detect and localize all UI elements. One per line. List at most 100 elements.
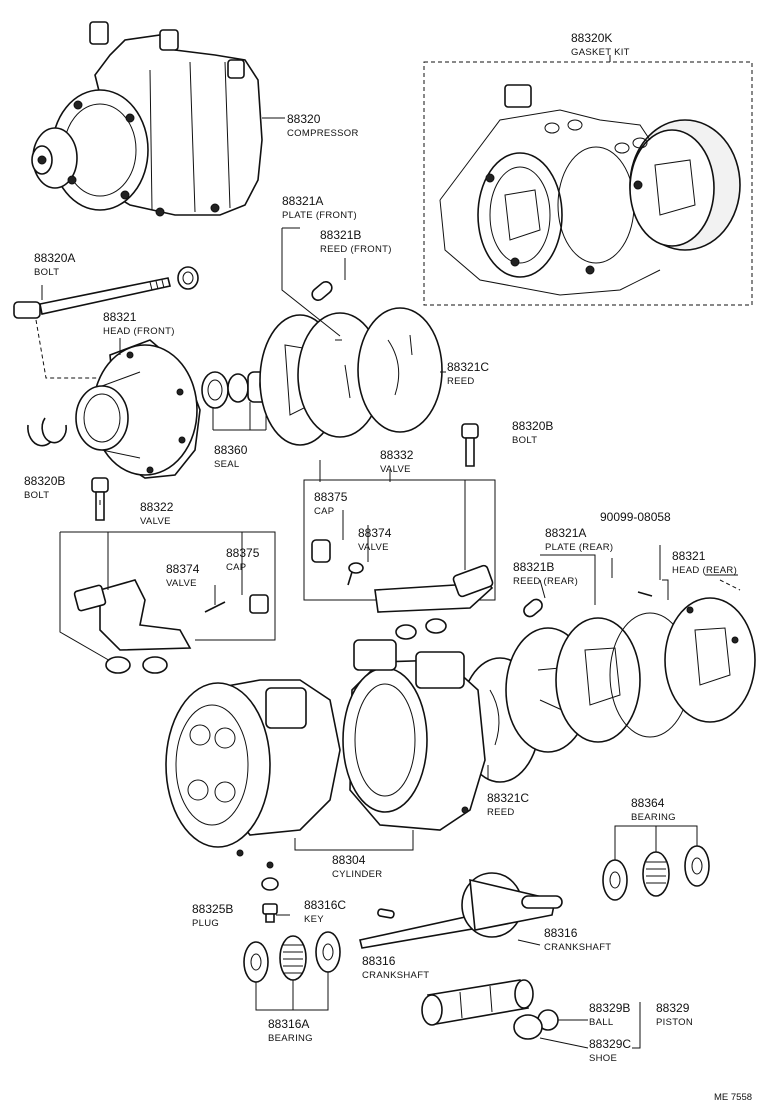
callout-88332: 88332 VALVE — [380, 448, 414, 475]
part-name: SHOE — [589, 1053, 617, 1064]
callout-88320K: 88320K GASKET KIT — [571, 31, 630, 58]
gasket-kit-frame — [423, 55, 753, 306]
callout-88321B-rear: 88321B REED (REAR) — [513, 560, 578, 587]
part-number: 88321A — [545, 526, 586, 540]
callout-88375-upper: 88375 CAP — [314, 490, 348, 517]
part-name: BEARING — [268, 1033, 313, 1044]
part-name: HEAD (FRONT) — [103, 326, 175, 337]
part-name: COMPRESSOR — [287, 128, 359, 139]
short-bolts-drawing — [91, 423, 479, 521]
callout-88320A: 88320A BOLT — [34, 251, 75, 278]
part-number: 88316A — [268, 1017, 309, 1031]
part-number: 88364 — [631, 796, 665, 810]
callout-88320B-right: 88320B BOLT — [512, 419, 553, 446]
diagram-reference-code: ME 7558 — [714, 1092, 752, 1103]
part-name: HEAD (REAR) — [672, 565, 737, 576]
part-number: 88329 — [656, 1001, 690, 1015]
part-name: BOLT — [34, 267, 59, 278]
callout-88316-right: 88316 CRANKSHAFT — [544, 926, 611, 953]
part-name: BEARING — [631, 812, 676, 823]
part-name: KEY — [304, 914, 324, 925]
part-number: 88316C — [304, 898, 346, 912]
part-number: 88320K — [571, 31, 612, 45]
part-number: 88321B — [513, 560, 554, 574]
callout-88316-left: 88316 CRANKSHAFT — [362, 954, 429, 981]
part-number: 88316 — [544, 926, 578, 940]
long-bolt-drawing — [13, 266, 199, 379]
part-number: 88375 — [314, 490, 348, 504]
part-number: 88320B — [512, 419, 553, 433]
callout-88374-upper: 88374 VALVE — [358, 526, 392, 553]
part-name: CAP — [226, 562, 246, 573]
part-name: REED — [447, 376, 475, 387]
part-number: 88316 — [362, 954, 396, 968]
part-number: 88325B — [192, 902, 233, 916]
part-name: CRANKSHAFT — [544, 942, 611, 953]
callout-88320B-left: 88320B BOLT — [24, 474, 65, 501]
callout-88304: 88304 CYLINDER — [332, 853, 382, 880]
upper-valve-drawing — [303, 479, 496, 640]
callout-88322: 88322 VALVE — [140, 500, 174, 527]
part-number: 88321 — [103, 310, 137, 324]
part-number: 88321A — [282, 194, 323, 208]
part-number: 88321 — [672, 549, 706, 563]
cylinder-drawing — [165, 639, 486, 869]
callout-88364: 88364 BEARING — [631, 796, 676, 823]
part-number: 88329C — [589, 1037, 631, 1051]
callout-88316C: 88316C KEY — [304, 898, 346, 925]
part-number: 88322 — [140, 500, 174, 514]
part-name: VALVE — [140, 516, 171, 527]
part-number: 88374 — [358, 526, 392, 540]
part-name: REED (FRONT) — [320, 244, 392, 255]
part-number: 88321B — [320, 228, 361, 242]
part-number: 88304 — [332, 853, 366, 867]
part-number: 88321C — [447, 360, 489, 374]
part-name: BOLT — [24, 490, 49, 501]
part-name: PISTON — [656, 1017, 693, 1028]
left-valve-drawing — [59, 531, 276, 674]
part-name: PLUG — [192, 918, 219, 929]
callout-88321B-front: 88321B REED (FRONT) — [320, 228, 392, 255]
part-name: GASKET KIT — [571, 47, 630, 58]
rear-plates-drawing — [459, 554, 756, 783]
part-number: 88329B — [589, 1001, 630, 1015]
callout-88329B: 88329B BALL — [589, 1001, 630, 1028]
callout-88316A: 88316A BEARING — [268, 1017, 313, 1044]
part-name: BALL — [589, 1017, 613, 1028]
part-number: 88321C — [487, 791, 529, 805]
part-name: VALVE — [380, 464, 411, 475]
part-number: 88320B — [24, 474, 65, 488]
callout-88320: 88320 COMPRESSOR — [287, 112, 359, 139]
callout-88360: 88360 SEAL — [214, 443, 248, 470]
part-name: CAP — [314, 506, 334, 517]
part-number: 88375 — [226, 546, 260, 560]
callout-88329: 88329 PISTON — [656, 1001, 693, 1028]
callout-90099-08058: 90099-08058 — [600, 510, 671, 524]
part-number: 88374 — [166, 562, 200, 576]
callout-88329C: 88329C SHOE — [589, 1037, 631, 1064]
callout-88321A-rear: 88321A PLATE (REAR) — [545, 526, 613, 553]
compressor-drawing — [31, 21, 263, 217]
part-number: 88332 — [380, 448, 414, 462]
part-name: VALVE — [166, 578, 197, 589]
callout-88325B: 88325B PLUG — [192, 902, 233, 929]
callout-88321A-front: 88321A PLATE (FRONT) — [282, 194, 357, 221]
part-number: 88320 — [287, 112, 321, 126]
part-number: 88320A — [34, 251, 75, 265]
piston-drawing — [421, 979, 641, 1049]
part-name: SEAL — [214, 459, 240, 470]
callout-88321-rear: 88321 HEAD (REAR) — [672, 549, 737, 576]
part-name: PLATE (FRONT) — [282, 210, 357, 221]
callout-88321-front: 88321 HEAD (FRONT) — [103, 310, 175, 337]
part-name: BOLT — [512, 435, 537, 446]
part-name: CRANKSHAFT — [362, 970, 429, 981]
callout-88321C-upper: 88321C REED — [447, 360, 489, 387]
callout-88321C-lower: 88321C REED — [487, 791, 529, 818]
part-number: 88360 — [214, 443, 248, 457]
part-name: REED — [487, 807, 515, 818]
callout-88375-left: 88375 CAP — [226, 546, 260, 573]
front-head-drawing — [27, 339, 201, 479]
callout-88374-left: 88374 VALVE — [166, 562, 200, 589]
part-name: VALVE — [358, 542, 389, 553]
